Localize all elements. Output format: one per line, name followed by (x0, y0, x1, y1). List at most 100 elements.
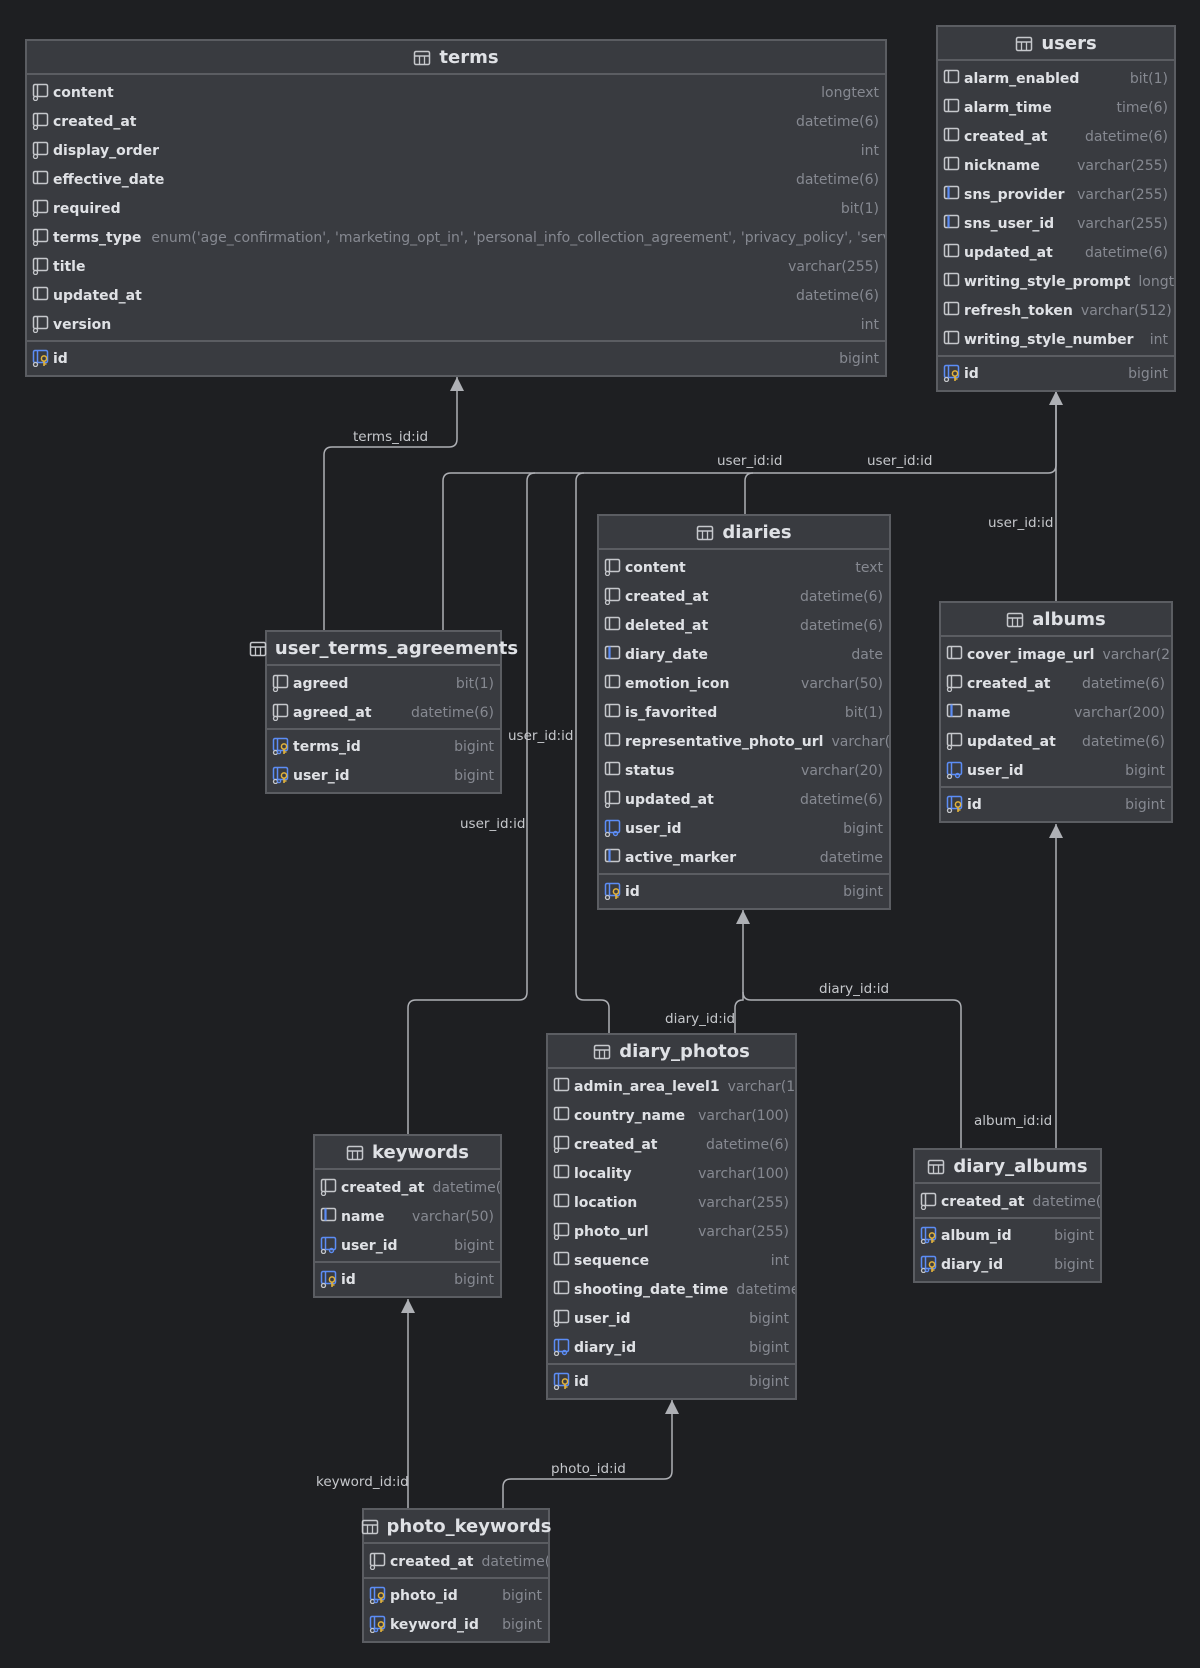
table-header[interactable]: keywords (315, 1136, 500, 1170)
table-header[interactable]: user_terms_agreements (249, 632, 518, 666)
table-header[interactable]: diary_photos (548, 1035, 795, 1069)
key-separator (938, 355, 1174, 357)
column-nullable-icon (603, 759, 625, 783)
table-header[interactable]: users (938, 27, 1174, 61)
relation-line-photos-users[interactable] (575, 472, 610, 1033)
column-nullable-icon (552, 1162, 574, 1186)
column-nullable-icon (31, 168, 53, 192)
primary-foreign-key-icon (919, 1253, 941, 1277)
table-header[interactable]: diaries (599, 516, 889, 550)
relation-line-uta-terms[interactable] (323, 377, 458, 630)
relation-line-diaries-users[interactable] (744, 472, 754, 514)
relation-line-pk-photos[interactable] (502, 1400, 673, 1508)
column-type: bigint (843, 883, 883, 900)
column-nullable-icon (942, 328, 964, 352)
column-row[interactable]: writing_style_promptlongtext (938, 267, 1174, 296)
table-header[interactable]: terms (27, 41, 885, 75)
table-diary-photos[interactable]: diary_photos admin_area_level1varchar(100… (546, 1033, 797, 1400)
table-keywords[interactable]: keywords created_atdatetime(6)namevarchar… (313, 1134, 502, 1298)
column-type: bigint (843, 820, 883, 837)
relation-label: user_id:id (867, 453, 933, 469)
column-row[interactable]: shooting_date_timedatetime(6) (548, 1275, 795, 1304)
relation-line-photos-diaries[interactable] (734, 910, 744, 1033)
column-name: effective_date (53, 171, 165, 188)
column-name: created_at (341, 1179, 425, 1196)
relation-line-keywords-users[interactable] (407, 472, 536, 1134)
table-header[interactable]: diary_albums (915, 1150, 1100, 1184)
table-albums[interactable]: albums cover_image_urlvarchar(255)created… (939, 601, 1173, 823)
table-header[interactable]: photo_keywords (361, 1510, 551, 1544)
table-photo-keywords[interactable]: photo_keywords created_atdatetime(6)photo… (361, 1508, 551, 1643)
relation-line-dalbums-diaries[interactable] (742, 991, 962, 1148)
table-header[interactable]: albums (941, 603, 1171, 637)
